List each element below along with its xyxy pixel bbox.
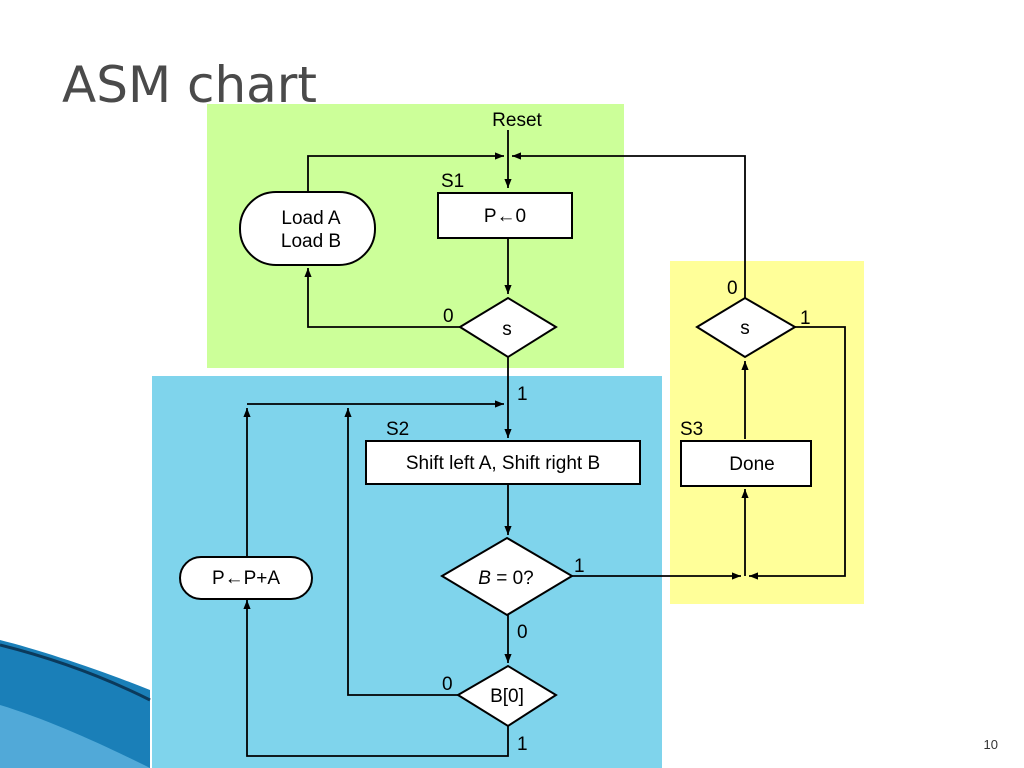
s3-one-loop-line xyxy=(749,326,846,580)
s1-zero-to-load-line xyxy=(304,268,460,328)
load-to-s1-line xyxy=(307,152,504,192)
s1-state-box-text: P←0 xyxy=(484,206,526,227)
bit-one-to-add-line xyxy=(243,600,509,757)
bzero-branch-zero-label: 0 xyxy=(517,622,528,643)
s1-branch-one-label: 1 xyxy=(517,384,528,405)
s3-branch-zero-label: 0 xyxy=(727,278,738,299)
bit-branch-one-label: 1 xyxy=(517,734,528,755)
s2-state-label: S2 xyxy=(386,419,409,440)
s1-decision-diamond xyxy=(458,296,558,359)
corner-swoosh-decoration xyxy=(0,640,470,768)
bit-decision-text: B[0] xyxy=(490,686,524,707)
s1-branch-zero-label: 0 xyxy=(443,306,454,327)
bzero-decision-diamond xyxy=(440,536,574,617)
bit-zero-loop-line xyxy=(344,408,460,696)
conditional-output-text: P←P+A xyxy=(212,568,280,589)
bit-decision-diamond xyxy=(456,664,558,728)
moore-output-line1: Load A xyxy=(281,208,340,229)
s1-decision-text: s xyxy=(502,319,512,340)
s1-state-label: S1 xyxy=(441,171,464,192)
s3-state-label: S3 xyxy=(680,419,703,440)
s2-state-box xyxy=(365,440,641,485)
page-number: 10 xyxy=(983,737,998,752)
bzero-rest: = 0? xyxy=(491,568,534,589)
s3-decision-text: s xyxy=(740,318,750,339)
conditional-output-add xyxy=(179,556,313,600)
s3-state-box xyxy=(680,440,812,487)
reset-label: Reset xyxy=(492,110,542,131)
bzero-branch-one-label: 1 xyxy=(574,556,585,577)
s3-branch-one-label: 1 xyxy=(800,308,811,329)
moore-output-load xyxy=(239,191,376,266)
s1-state-box xyxy=(437,192,573,239)
moore-output-line2: Load B xyxy=(281,231,341,252)
bzero-var: B xyxy=(478,568,491,589)
bzero-decision-text: B = 0? xyxy=(478,568,533,589)
bit-branch-zero-label: 0 xyxy=(442,674,453,695)
s3-zero-to-s1-line xyxy=(512,152,746,298)
s2-state-box-text: Shift left A, Shift right B xyxy=(406,453,600,474)
s3-decision-diamond xyxy=(695,296,797,359)
s3-state-box-text: Done xyxy=(729,454,774,475)
